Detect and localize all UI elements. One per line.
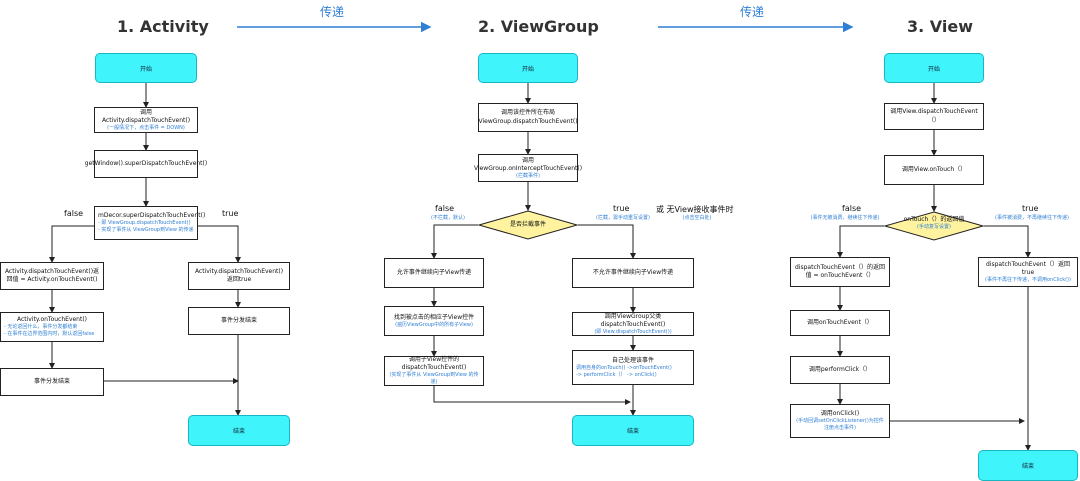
activity-left-return-node: Activity.dispatchTouchEvent()返回值 = Activ…	[0, 262, 104, 290]
viewgroup-self-handle-node: 自己处理该事件调用自身的onTouch() ->onTouchEvent()->…	[572, 350, 694, 385]
activity-end-right-node: 事件分发结束	[188, 307, 290, 335]
view-decision-label: onTouch（）的返回值 (手动复写设置)	[884, 216, 984, 230]
activity-start: 开始	[95, 53, 197, 83]
view-dispatch-node: 调用View.dispatchTouchEvent（）	[884, 103, 984, 130]
activity-dispatch-node: 调用Activity.dispatchTouchEvent()(一般情况下，点击…	[94, 107, 198, 133]
viewgroup-or-label: 或 无View接收事件时	[656, 205, 734, 214]
view-false-label: false	[842, 204, 862, 213]
view-start: 开始	[884, 53, 984, 83]
transfer-label-1: 传递	[320, 5, 345, 19]
viewgroup-true-note: (拦截，需手动重写设置)	[596, 215, 650, 221]
activity-false-label: false	[64, 209, 84, 218]
view-true-note: (事件被消费，不再继续往下传递)	[995, 215, 1069, 221]
view-performclick-node: 调用performClick（）	[790, 356, 890, 384]
viewgroup-deny-node: 不允许事件继续向子View传递	[572, 258, 694, 288]
view-onclick-node: 调用onClick()(手动回调setOnClickListener()为控件注…	[790, 404, 890, 438]
view-false-note: (事件无被消费，继续往下传递)	[810, 215, 880, 221]
activity-ontouch-node: Activity.onTouchEvent()- 无论返回什么，事件分发都结束-…	[0, 312, 104, 342]
view-right-return-node: dispatchTouchEvent（）返回true(事件不再往下传递，不调用o…	[978, 257, 1078, 287]
activity-true-label: true	[222, 209, 239, 218]
viewgroup-allow-node: 允许事件继续向子View传递	[384, 258, 484, 288]
viewgroup-intercept-node: 调用ViewGroup.onInterceptTouchEvent()(拦截事件…	[474, 154, 582, 182]
viewgroup-or-note: (点击空白处)	[682, 215, 712, 221]
activity-window-node: getWindow().superDispatchTouchEvent()	[85, 150, 207, 178]
view-true-label: true	[1022, 204, 1039, 213]
viewgroup-find-node: 找到被点击的相应子View控件(遍历ViewGroup中的所有子View)	[384, 306, 484, 336]
view-title: 3. View	[907, 17, 973, 36]
transfer-label-2: 传递	[740, 5, 765, 19]
viewgroup-false-note: (不拦截，默认)	[431, 215, 465, 221]
viewgroup-false-label: false	[435, 204, 455, 213]
view-decision-note: (手动复写设置)	[917, 223, 951, 230]
view-ontouchevent-node: 调用onTouchEvent（）	[790, 310, 890, 336]
viewgroup-decision-label: 是否拦截事件	[509, 221, 546, 228]
viewgroup-parent-dispatch-node: 調用ViewGroup父类dispatchTouchEvent()(即 View…	[572, 312, 694, 336]
viewgroup-decision-diamond	[478, 210, 578, 240]
activity-end-left-node: 事件分发结束	[0, 368, 104, 396]
activity-end: 结束	[188, 415, 290, 446]
activity-right-return-node: Activity.dispatchTouchEvent()返回true	[188, 262, 290, 290]
activity-decor-node: mDecor.superDispatchTouchEvent()- 即 View…	[94, 206, 205, 240]
viewgroup-title: 2. ViewGroup	[478, 17, 599, 36]
viewgroup-child-dispatch-node: 调用子View控件的 dispatchTouchEvent()(实现了事件从 V…	[384, 356, 484, 386]
view-left-return-node: dispatchTouchEvent（）的返回值 = onTouchEvent（…	[790, 257, 890, 287]
view-end: 结束	[978, 450, 1078, 481]
viewgroup-dispatch-node: 调用该控件所在布局 ViewGroup.dispatchTouchEvent()	[478, 103, 578, 132]
viewgroup-true-label: true	[613, 204, 630, 213]
view-decision-diamond	[884, 211, 984, 241]
viewgroup-start: 开始	[478, 53, 578, 83]
viewgroup-end: 结束	[572, 415, 694, 446]
view-ontouch-node: 调用View.onTouch（）	[884, 155, 984, 185]
view-decision-text: onTouch（）的返回值	[903, 216, 965, 223]
activity-title: 1. Activity	[117, 17, 209, 36]
